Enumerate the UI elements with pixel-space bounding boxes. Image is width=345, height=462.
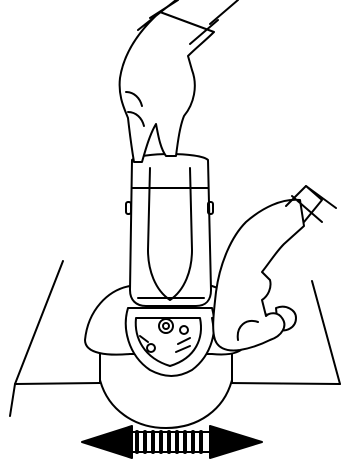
arrow-right-head — [210, 426, 262, 458]
workpiece-front-edge — [15, 383, 100, 384]
side-slot-left — [126, 202, 131, 214]
motor-housing — [130, 154, 211, 306]
motion-arrow — [82, 426, 262, 458]
arrow-left-head — [82, 426, 132, 458]
right-hand-outline — [213, 186, 336, 350]
left-hand — [120, 0, 238, 162]
disc-lower-arc — [100, 380, 232, 428]
left-hand-outline — [120, 0, 238, 162]
workpiece-right-edge — [312, 281, 340, 384]
workpiece-left-edge — [10, 261, 63, 416]
arrow-shaft-stripes — [137, 432, 201, 452]
grinder-body — [126, 154, 214, 376]
workpiece-front-edge-right — [228, 383, 340, 384]
right-hand — [213, 186, 336, 350]
side-slot-right — [208, 202, 213, 214]
